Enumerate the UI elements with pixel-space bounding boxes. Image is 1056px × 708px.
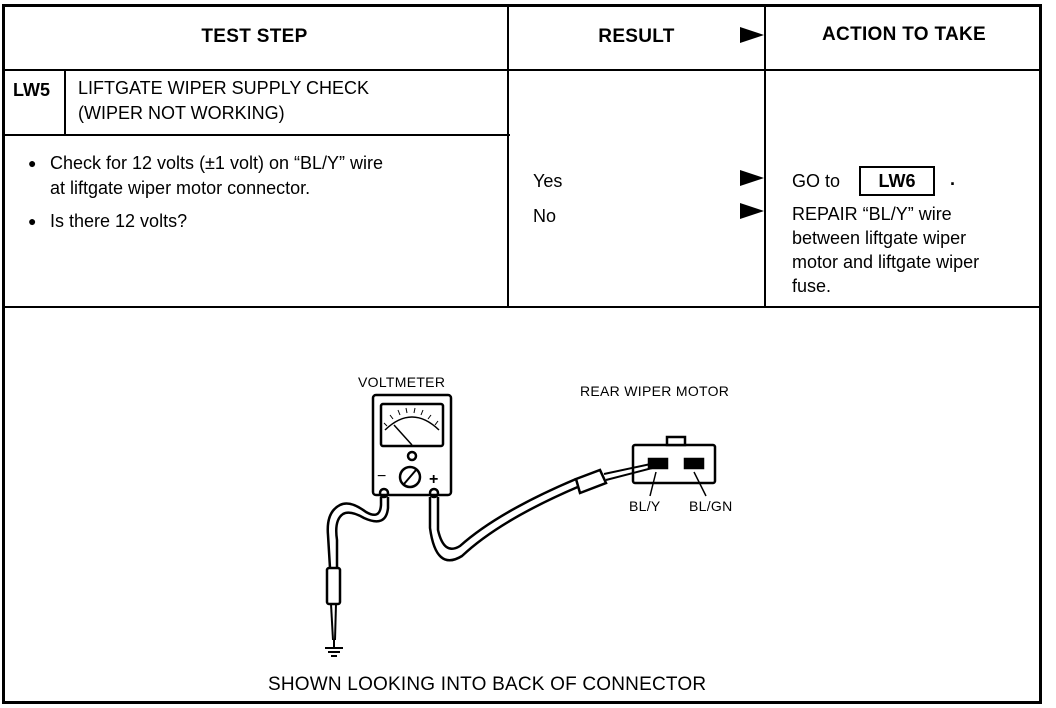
- bullet-icon: ●: [28, 155, 37, 171]
- col-divider-2: [764, 4, 766, 308]
- yes-arrow-icon: [740, 170, 764, 186]
- action-no-line2: between liftgate wiper: [792, 228, 967, 248]
- no-arrow-icon: [740, 203, 764, 219]
- action-yes-prefix: GO to: [792, 171, 841, 191]
- step-title-line2: (WIPER NOT WORKING): [78, 103, 285, 123]
- header-arrow-icon: [740, 27, 764, 43]
- instruction-1-line1: Check for 12 volts (±1 volt) on “BL/Y” w…: [50, 153, 383, 173]
- bullet-icon: ●: [28, 213, 37, 229]
- header-action: ACTION TO TAKE: [822, 24, 986, 45]
- minus-terminal-label: −: [377, 468, 386, 485]
- col-divider-1: [507, 4, 509, 308]
- pin-bl-y-label: BL/Y: [629, 498, 661, 514]
- plus-terminal-label: +: [429, 471, 438, 488]
- result-yes: Yes: [533, 171, 563, 191]
- step-title-line1: LIFTGATE WIPER SUPPLY CHECK: [78, 78, 370, 98]
- positive-test-lead: [428, 461, 661, 562]
- header-divider: [2, 69, 1042, 71]
- instruction-2: Is there 12 volts?: [50, 211, 188, 231]
- diagram-caption: SHOWN LOOKING INTO BACK OF CONNECTOR: [268, 674, 707, 695]
- negative-test-lead: [325, 497, 390, 641]
- action-no-line1: REPAIR “BL/Y” wire: [792, 204, 952, 224]
- step-reference-box: LW6: [859, 166, 935, 196]
- motor-label: REAR WIPER MOTOR: [580, 383, 730, 399]
- voltmeter-icon: [371, 393, 453, 499]
- table-frame: [2, 4, 1042, 704]
- header-test-step: TEST STEP: [201, 26, 308, 47]
- pin-bl-gn-label: BL/GN: [689, 498, 733, 514]
- step-title-divider: [2, 134, 510, 136]
- step-id: LW5: [13, 80, 51, 100]
- action-no-line4: fuse.: [792, 276, 832, 296]
- result-no: No: [533, 206, 557, 226]
- voltmeter-label: VOLTMETER: [358, 374, 446, 390]
- action-no-line3: motor and liftgate wiper: [792, 252, 980, 272]
- ground-icon: [325, 640, 343, 657]
- header-result: RESULT: [598, 26, 675, 47]
- connector-icon: [631, 435, 717, 497]
- row-divider: [2, 306, 1042, 308]
- action-yes-suffix: .: [950, 169, 956, 189]
- instruction-1-line2: at liftgate wiper motor connector.: [50, 178, 311, 198]
- step-id-divider: [64, 70, 66, 136]
